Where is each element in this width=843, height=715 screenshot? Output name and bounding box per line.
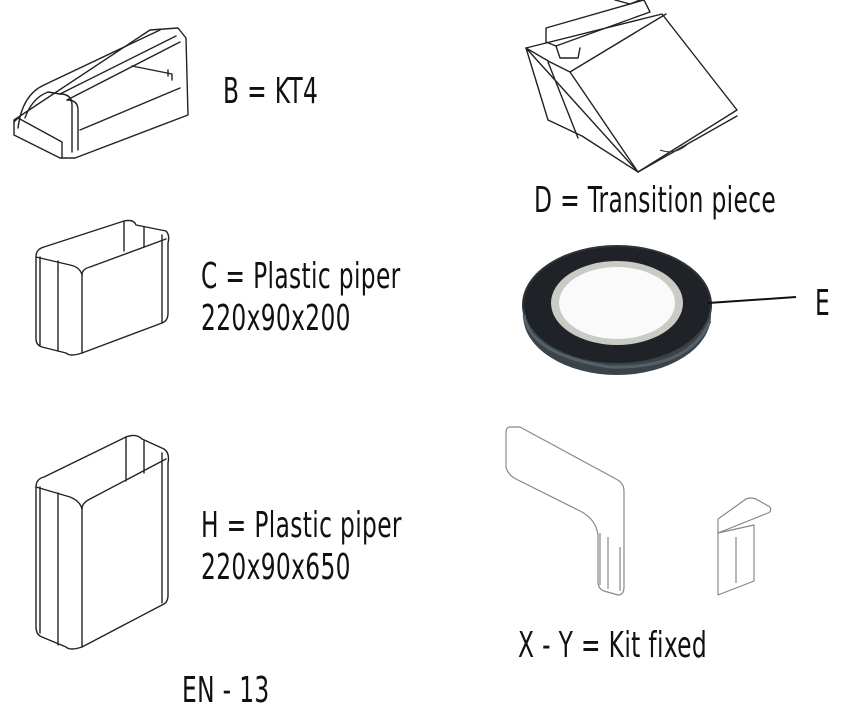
part-d-label: D = Transition piece [534,180,777,221]
part-h-tall-pipe-drawing [35,434,170,650]
part-c-label-line1: C = Plastic piper [201,256,401,297]
part-xy-fixing-kit-drawing [505,426,772,596]
part-h-label-line1: H = Plastic piper [201,505,402,546]
part-d-transition-piece-drawing [525,0,738,173]
part-c-label-line2: 220x90x200 [201,298,351,339]
part-e-label: E [815,283,831,324]
part-b-duct-connector-drawing [13,27,189,159]
part-xy-label: X - Y = Kit fixed [518,625,708,666]
part-h-label-line2: 220x90x650 [201,547,351,588]
part-b-label: B = KT4 [223,71,319,112]
part-c-short-pipe-drawing [35,219,170,356]
part-e-gasket-tape-drawing [522,245,797,375]
document-code: EN - 13 [182,670,270,711]
